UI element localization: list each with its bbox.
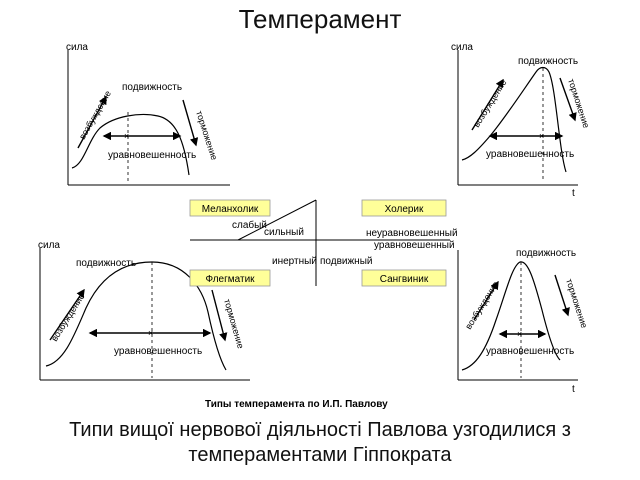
balance-label: уравновешенность — [114, 346, 202, 357]
choleric-label: Холерик — [385, 204, 424, 215]
inhibition-arrow — [211, 289, 228, 342]
page-title: Темперамент — [238, 4, 402, 34]
balance-label: уравновешенность — [486, 346, 574, 357]
phlegmatic-box — [189, 269, 271, 287]
phlegmatic-label: Флегматик — [205, 274, 255, 285]
excitation-arrow — [77, 95, 107, 149]
axis-y-label: сила — [66, 42, 88, 53]
axis-y-label: сила — [451, 42, 473, 53]
melancholic-box — [189, 199, 271, 217]
panel-choleric: сила t возбуждение торможение подвижност… — [451, 42, 591, 199]
caption-line-2: темпераментами Гіппократа — [188, 444, 452, 466]
caption-line-1: Типи вищої нервової діяльності Павлова у… — [69, 419, 571, 441]
strong-label: сильный — [264, 227, 304, 238]
axis-x-label: t — [572, 188, 575, 199]
weak-label: слабый — [232, 219, 267, 231]
excitation-label: возбуждение — [77, 89, 113, 141]
sanguine-box — [361, 269, 447, 287]
excitation-label: возбуждение — [49, 292, 86, 343]
panel-sanguine: t возбуждение торможение подвижность × у… — [457, 248, 589, 395]
center-scheme: Меланхолик Холерик Флегматик Сангвиник с… — [189, 199, 458, 287]
choleric-box — [361, 199, 447, 217]
force-curve — [461, 261, 561, 371]
inhibition-label: торможение — [564, 278, 589, 330]
balance-label: уравновешенность — [108, 150, 196, 161]
center-mark: × — [539, 131, 544, 141]
inert-label: инертный — [272, 256, 317, 267]
inhibition-label: торможение — [194, 110, 219, 162]
axis-x-label: t — [572, 384, 575, 395]
mobility-label: подвижность — [516, 248, 576, 259]
panel-phlegmatic: сила возбуждение торможение подвижность … — [38, 240, 250, 381]
inhibition-arrow — [554, 274, 570, 317]
figure-caption: Типы темперамента по И.П. Павлову — [205, 399, 388, 410]
balanced-label: уравновешенный — [374, 240, 455, 251]
inhibition-label: торможение — [566, 78, 591, 130]
sanguine-label: Сангвиник — [380, 274, 429, 285]
mobility-label: подвижность — [518, 56, 578, 67]
excitation-arrow — [49, 288, 85, 341]
excitation-label: возбуждение — [471, 78, 508, 129]
inhibition-arrow — [559, 77, 577, 122]
inhibition-arrow — [182, 99, 199, 147]
mobile-label: подвижный — [320, 256, 372, 267]
inhibition-label: торможение — [222, 298, 246, 350]
panel-melancholic: сила возбуждение торможение подвижность … — [66, 42, 230, 186]
center-mark: × — [124, 131, 129, 141]
mobility-label: подвижность — [76, 258, 136, 269]
excitation-arrow — [473, 280, 499, 321]
slide-caption: Типи вищої нервової діяльності Павлова у… — [0, 418, 640, 468]
balance-label: уравновешенность — [486, 149, 574, 160]
unbalanced-label: неуравновешенный — [366, 228, 458, 239]
center-mark: × — [148, 328, 153, 338]
mobility-label: подвижность — [122, 82, 182, 93]
center-mark: × — [517, 329, 522, 339]
axis-y-label: сила — [38, 240, 60, 251]
excitation-arrow — [471, 78, 504, 131]
force-curve — [461, 66, 567, 173]
melancholic-label: Меланхолик — [202, 204, 259, 215]
